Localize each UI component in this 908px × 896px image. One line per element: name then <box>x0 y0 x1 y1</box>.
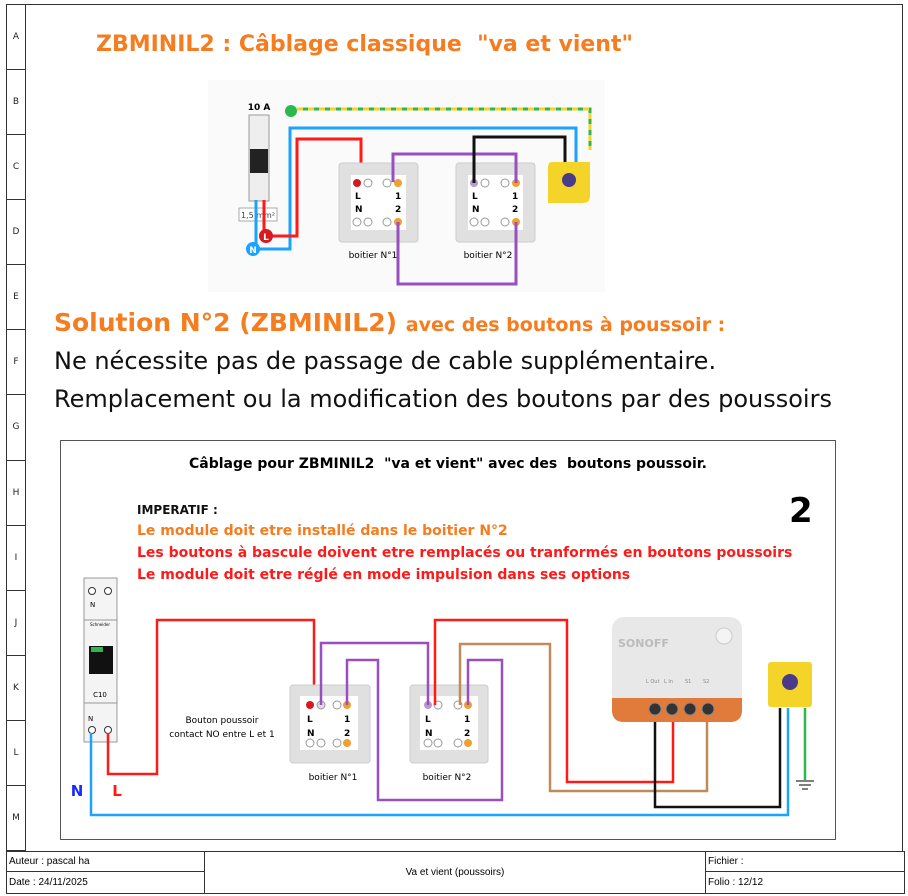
terminal-2: 2 <box>395 205 401 215</box>
document-title: Va et vient (poussoirs) <box>405 867 505 878</box>
breaker-rating: 10 A <box>248 103 271 113</box>
row-label-d: D <box>7 200 25 266</box>
terminal-2: 2 <box>512 205 518 215</box>
solution-line-2: Remplacement ou la modification des bout… <box>54 385 832 413</box>
row-label-f: F <box>7 330 25 396</box>
breaker-rating: C10 <box>93 691 107 699</box>
terminal-s1: S1 <box>685 679 691 685</box>
s2-wire <box>458 642 709 793</box>
sonoff-logo: SONOFF <box>618 637 669 650</box>
box1-label: boitier N°1 <box>309 773 358 783</box>
row-label-g: G <box>7 395 25 461</box>
terminal-2: 2 <box>464 729 470 739</box>
terminal-l: L <box>472 192 478 202</box>
row-label-h: H <box>7 461 25 526</box>
earth-wire-stripe <box>297 107 592 150</box>
pushbutton-note-1: Bouton poussoir <box>186 716 259 726</box>
phase-wire <box>106 618 316 776</box>
breaker-n-bottom: N <box>88 715 93 723</box>
terminal-l: L <box>425 715 431 725</box>
terminal-2: 2 <box>344 729 350 739</box>
terminal-1: 1 <box>512 192 518 202</box>
panel-header: Câblage pour ZBMINIL2 "va et vient" avec… <box>189 456 707 472</box>
switch-box-2: L N 1 2 <box>409 684 489 764</box>
pushbutton-note-2: contact NO entre L et 1 <box>169 730 274 740</box>
neutral-marker <box>246 242 260 256</box>
rule-2: Les boutons à bascule doivent etre rempl… <box>137 545 793 561</box>
purple-wire-2 <box>345 658 504 802</box>
terminal-n: N <box>307 729 315 739</box>
folio: Folio : 12/12 <box>705 872 904 893</box>
solution-subtitle: avec des boutons à poussoir : <box>405 314 726 336</box>
breaker: N Schneider C10 N <box>83 577 118 743</box>
page-frame <box>24 4 903 851</box>
sonoff-module: SONOFF L Out L In S1 S2 <box>612 617 742 722</box>
row-label-c: C <box>7 135 25 201</box>
terminal-l: L <box>307 715 313 725</box>
terminal-1: 1 <box>464 715 470 725</box>
lin-wire <box>433 618 675 784</box>
row-label-i: I <box>7 526 25 591</box>
terminal-n: N <box>472 205 480 215</box>
terminal-1: 1 <box>344 715 350 725</box>
neutral-marker-label: N <box>249 246 257 256</box>
lout-wire <box>653 708 782 809</box>
row-label-b: B <box>7 70 25 136</box>
row-label-m: M <box>7 786 25 851</box>
phase-marker <box>259 229 273 243</box>
bulb-glass <box>782 674 798 690</box>
switched-wire <box>472 135 567 183</box>
terminal-lin: L In <box>664 679 673 685</box>
n-label: N <box>71 782 84 800</box>
terminal-l: L <box>355 192 361 202</box>
phase-marker-label: L <box>263 233 269 243</box>
title-block: Auteur : pascal ha Date : 24/11/2025 Va … <box>6 851 905 894</box>
row-label-a: A <box>7 5 25 71</box>
terminal-1: 1 <box>395 192 401 202</box>
solution-title: Solution N°2 (ZBMINIL2) avec des boutons… <box>54 308 725 337</box>
neutral-wire <box>89 708 790 817</box>
breaker: 10 A <box>248 103 271 202</box>
traveller-wires <box>391 152 518 286</box>
imperatif-label: IMPERATIF : <box>137 503 218 517</box>
wire-section-tag <box>238 207 278 222</box>
switch-box-1: L N 1 2 <box>289 684 371 764</box>
breaker-brand: Schneider <box>90 622 110 627</box>
row-label-e: E <box>7 265 25 331</box>
terminal-lout: L Out <box>646 679 659 685</box>
box1-label: boitier N°1 <box>349 251 398 261</box>
neutral-wire <box>254 126 578 251</box>
author: Auteur : pascal ha <box>7 852 205 872</box>
row-label-l: L <box>7 721 25 786</box>
earth-icon <box>285 105 297 117</box>
terminal-n: N <box>425 729 433 739</box>
row-label-j: J <box>7 591 25 656</box>
rule-1: Le module doit etre installé dans le boi… <box>137 523 508 539</box>
solution-line-1: Ne nécessite pas de passage de cable sup… <box>54 347 717 375</box>
box2-label: boitier N°2 <box>423 773 472 783</box>
box2-label: boitier N°2 <box>464 251 513 261</box>
bulb-glass <box>562 173 576 187</box>
breaker-n-top: N <box>90 601 95 609</box>
solution-title-main: Solution N°2 (ZBMINIL2) <box>54 308 398 337</box>
ground-icon <box>796 780 814 790</box>
wire-section: 1,5 mm² <box>241 211 275 220</box>
l-label: L <box>112 782 122 800</box>
rule-3: Le module doit etre réglé en mode impuls… <box>137 567 631 583</box>
page-title: ZBMINIL2 : Câblage classique "va et vien… <box>96 32 633 57</box>
solution-number: 2 <box>789 491 813 531</box>
date: Date : 24/11/2025 <box>7 872 205 893</box>
pushbutton-wiring-diagram: N Schneider C10 N L N 1 2 L N 1 2 <box>71 577 814 817</box>
classic-wiring-diagram: 10 A 1,5 mm² L N 1 2 L N 1 2 N L boitier… <box>208 80 605 292</box>
file: Fichier : <box>705 852 904 872</box>
row-label-k: K <box>7 656 25 721</box>
purple-wire-1 <box>319 641 430 705</box>
terminal-n: N <box>355 205 363 215</box>
terminal-s2: S2 <box>703 679 709 685</box>
